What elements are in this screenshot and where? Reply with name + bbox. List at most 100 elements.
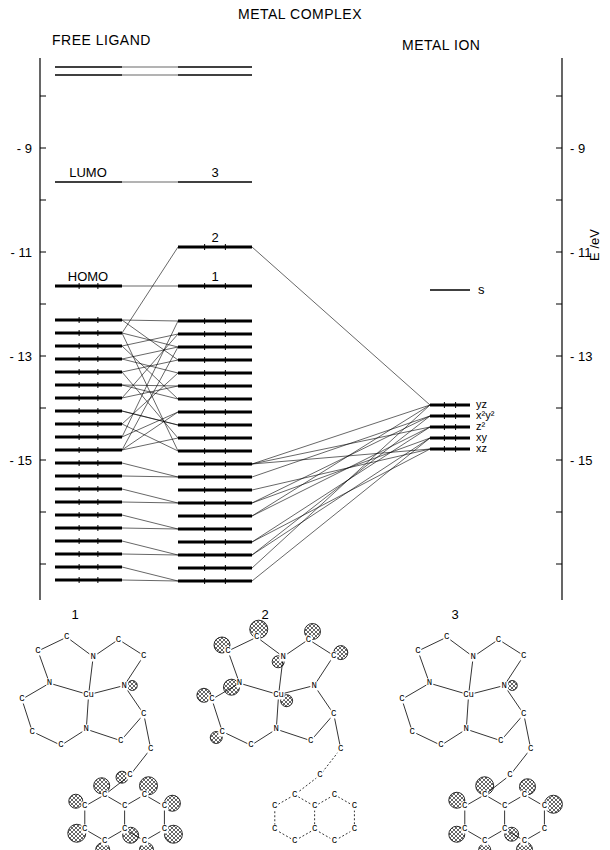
metal-d-level	[430, 448, 470, 451]
axis-tick	[40, 460, 46, 461]
atom-label: C	[141, 790, 148, 799]
orbital-name: yz	[476, 399, 487, 410]
atom-label: C	[63, 633, 70, 642]
axis-tick	[40, 564, 46, 565]
electron-arrow	[204, 435, 205, 441]
ligand-level	[55, 74, 122, 76]
complex-level	[178, 476, 252, 479]
orbital-number: 3	[211, 166, 218, 179]
atom-label: C	[437, 741, 444, 750]
electron-arrow	[204, 409, 205, 415]
electron-arrow	[204, 331, 205, 337]
orbital-name: xz	[476, 443, 487, 454]
electron-arrow	[204, 357, 205, 363]
electron-arrow	[225, 578, 226, 584]
ligand-level	[55, 553, 122, 556]
orbital-name: s	[478, 283, 485, 296]
correlation-line	[252, 427, 430, 542]
electron-arrow	[79, 317, 80, 323]
electron-arrow	[79, 421, 80, 427]
atom-label: N	[501, 681, 508, 690]
correlation-line	[122, 247, 178, 333]
electron-arrow	[225, 331, 226, 337]
axis-tick	[556, 304, 562, 305]
atom-label: C	[495, 635, 502, 644]
correlation-line	[122, 321, 178, 437]
bond-line	[86, 729, 121, 741]
correlation-line	[122, 463, 178, 477]
atom-label: Cu	[272, 690, 285, 699]
axis-tick	[40, 200, 46, 201]
correlation-line	[122, 386, 178, 398]
correlation-line	[122, 333, 178, 347]
atom-label: Cu	[462, 690, 475, 699]
bond-line	[466, 729, 501, 741]
axis-tick	[40, 512, 46, 513]
atom-label: C	[305, 635, 312, 644]
complex-level	[178, 515, 252, 518]
atom-label: C	[219, 727, 226, 736]
correlation-line	[252, 405, 430, 516]
electron-arrow	[204, 461, 205, 467]
atom-label: C	[481, 790, 488, 799]
correlation-line	[122, 75, 178, 76]
correlation-line	[252, 449, 430, 542]
electron-arrow	[79, 434, 80, 440]
electron-arrow	[204, 283, 205, 289]
atom-label: N	[279, 652, 286, 661]
atom-label: C	[331, 790, 338, 799]
electron-arrow	[225, 244, 226, 250]
atom-label: N	[46, 679, 53, 688]
ligand-level	[55, 566, 122, 569]
picture-number: 2	[261, 608, 268, 621]
atom-label: C	[316, 771, 323, 780]
electron-arrow	[455, 413, 456, 419]
complex-level	[178, 398, 252, 401]
column-heading: FREE LIGAND	[52, 33, 151, 47]
atom-label: C	[247, 741, 254, 750]
electron-arrow	[455, 424, 456, 430]
correlation-line	[252, 438, 430, 555]
atom-label: C	[443, 633, 450, 642]
electron-arrow	[204, 370, 205, 376]
correlation-line	[252, 449, 430, 490]
atom-label: C	[291, 836, 298, 845]
atom-label: C	[520, 651, 527, 660]
axis-tick	[556, 148, 562, 149]
electron-arrow	[225, 344, 226, 350]
metal-d-level	[430, 404, 470, 407]
electron-arrow	[97, 564, 98, 570]
electron-arrow	[204, 383, 205, 389]
electron-arrow	[444, 435, 445, 441]
atom-label: C	[115, 635, 122, 644]
electron-arrow	[97, 283, 98, 289]
complex-level	[178, 181, 252, 183]
electron-arrow	[204, 513, 205, 519]
electron-arrow	[97, 408, 98, 414]
electron-arrow	[97, 473, 98, 479]
correlation-line	[122, 334, 178, 346]
electron-arrow	[444, 402, 445, 408]
metal-s-level	[430, 289, 470, 291]
electron-arrow	[225, 283, 226, 289]
atom-label: C	[520, 710, 527, 719]
electron-arrow	[444, 413, 445, 419]
axis-value: - 13	[10, 350, 32, 363]
electron-arrow	[225, 487, 226, 493]
electron-arrow	[79, 447, 80, 453]
electron-arrow	[97, 382, 98, 388]
complex-level	[178, 580, 252, 583]
orbital-name: xy	[476, 432, 487, 443]
atom-label: C	[161, 802, 168, 811]
electron-arrow	[79, 283, 80, 289]
atom-label: N	[273, 725, 280, 734]
electron-arrow	[225, 461, 226, 467]
atom-label: C	[81, 802, 88, 811]
metal-d-level	[430, 426, 470, 429]
atom-label: N	[121, 681, 128, 690]
atom-label: N	[463, 725, 470, 734]
bond-line	[89, 657, 94, 695]
atom-label: C	[501, 802, 508, 811]
atom-label: C	[414, 647, 421, 656]
atom-label: C	[331, 836, 338, 845]
